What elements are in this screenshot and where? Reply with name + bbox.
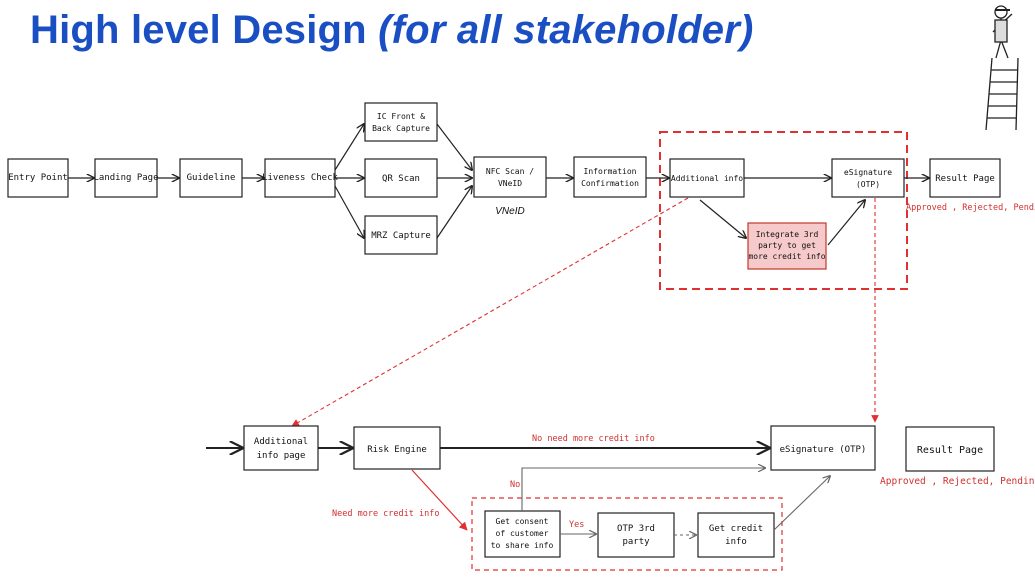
credit-to-esignature-arrow [773, 476, 830, 531]
risk-engine-label: Risk Engine [367, 445, 427, 455]
esignature-otp-bottom-label: eSignature (OTP) [780, 445, 867, 455]
page-title: High level Design (for all stakeholder) [30, 8, 754, 53]
otp-3rd-party-label-2: party [622, 537, 650, 547]
consent-group-frame [471, 497, 783, 571]
landing-page-box [94, 158, 158, 198]
info-confirmation-label-2: Confirmation [581, 179, 639, 188]
landing-page-label: Landing Page [93, 173, 158, 183]
additional-info-page-box [243, 425, 319, 471]
credit-info-group-frame [659, 131, 908, 290]
mrz-capture-label: MRZ Capture [371, 231, 431, 241]
additional-info-box [669, 158, 745, 198]
integrate-3rd-party-label-2: party to get [758, 241, 816, 250]
result-page-label: Result Page [935, 174, 995, 184]
top-flow-arrows [68, 124, 929, 246]
risk-engine-box [353, 426, 441, 470]
ic-capture-label-1: IC Front & [377, 112, 425, 121]
yes-label: Yes [569, 520, 584, 530]
additional-info-page-label-2: info page [257, 451, 306, 461]
ic-capture-label-2: Back Capture [372, 124, 430, 133]
title-subtitle: (for all stakeholder) [378, 8, 754, 52]
additional-info-label: Additional info [671, 174, 743, 183]
integrate-3rd-party-box [747, 222, 827, 270]
qr-scan-label: QR Scan [382, 174, 420, 184]
no-branch-arrow [521, 468, 765, 511]
result-page-box [929, 158, 1001, 198]
additional-info-to-page-connector [291, 197, 689, 427]
result-page-bottom-label: Result Page [917, 445, 983, 456]
no-need-label: No need more credit info [532, 434, 655, 444]
qr-scan-box [364, 158, 438, 198]
get-credit-info-label-2: info [725, 537, 747, 547]
nfc-scan-box [473, 156, 547, 198]
mrz-capture-box [364, 215, 438, 255]
get-credit-info-label-1: Get credit [709, 524, 763, 534]
liveness-check-box [264, 158, 336, 198]
integrate-3rd-party-label-1: Integrate 3rd [756, 230, 819, 239]
additional-info-page-label-1: Additional [254, 437, 308, 447]
need-more-label: Need more credit info [332, 509, 439, 519]
esignature-otp-box [831, 158, 905, 198]
guideline-label: Guideline [187, 173, 236, 183]
entry-point-label: Entry Point [8, 173, 68, 183]
vneid-caption: VNeID [495, 206, 524, 217]
person-on-ladder-icon [985, 5, 1019, 131]
integrate-3rd-party-label-3: more credit info [748, 252, 825, 261]
info-confirmation-label-1: Information [584, 167, 637, 176]
nfc-scan-label-1: NFC Scan / [486, 167, 534, 176]
result-status-bottom-note: Approved , Rejected, Pending [880, 476, 1035, 487]
esignature-otp-label-2: (OTP) [856, 180, 880, 189]
guideline-box [179, 158, 243, 198]
entry-point-box [7, 158, 69, 198]
nfc-scan-label-2: VNeID [498, 179, 522, 188]
no-label: No [510, 480, 520, 490]
info-confirmation-box [573, 156, 647, 198]
esignature-otp-label-1: eSignature [844, 168, 892, 177]
need-more-arrow [411, 469, 468, 531]
get-credit-info-box [697, 512, 775, 558]
get-consent-label-2: of customer [496, 529, 549, 538]
ic-capture-box [364, 102, 438, 142]
title-main: High level Design [30, 8, 379, 52]
get-consent-label-3: to share info [491, 541, 554, 550]
result-page-bottom-box [905, 426, 995, 472]
otp-3rd-party-label-1: OTP 3rd [617, 524, 655, 534]
otp-3rd-party-box [597, 512, 675, 558]
esignature-otp-bottom-box [770, 425, 876, 471]
get-consent-label-1: Get consent [496, 517, 549, 526]
result-status-note: Approved , Rejected, Pending [906, 203, 1035, 213]
liveness-check-label: Liveness Check [262, 173, 338, 183]
